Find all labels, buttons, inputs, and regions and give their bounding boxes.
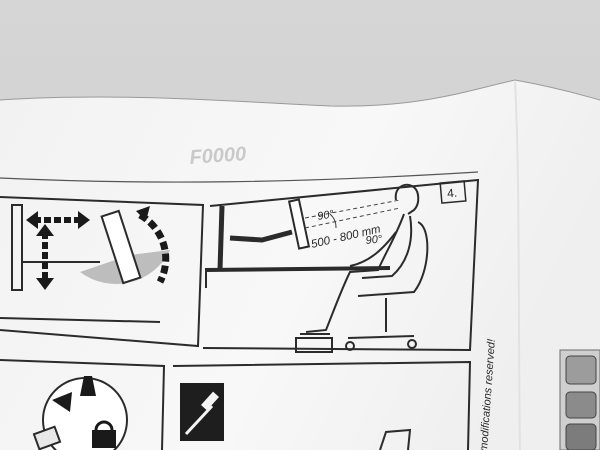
monitor-icon [287, 198, 311, 250]
paper-sheet [0, 80, 600, 450]
monitor-icon [11, 204, 23, 291]
footrest-icon [295, 337, 333, 353]
chair-icon [345, 221, 429, 351]
hand-icon [52, 376, 96, 412]
wrench-icon [32, 425, 62, 450]
paper-shadow-edge [0, 79, 600, 107]
eye-angle-label: 90° [316, 208, 335, 223]
rotation-arrow-icon [138, 211, 170, 284]
panel-tools-right [172, 360, 472, 450]
paper-fold [514, 81, 521, 450]
seated-person-icon [300, 183, 420, 335]
illustration-frame-top [0, 171, 479, 183]
panel-number: 4. [446, 186, 457, 201]
elbow-angle-label: 90° [365, 233, 383, 247]
double-arrow-icon [36, 224, 54, 290]
screwdriver-icon [184, 391, 219, 436]
panel-tools-left [0, 359, 166, 450]
double-arrow-icon [26, 211, 90, 229]
product-photo [559, 349, 600, 450]
faded-header-text: F0000 [189, 143, 247, 169]
panel-adjustment [0, 196, 205, 348]
lock-icon [92, 420, 116, 448]
